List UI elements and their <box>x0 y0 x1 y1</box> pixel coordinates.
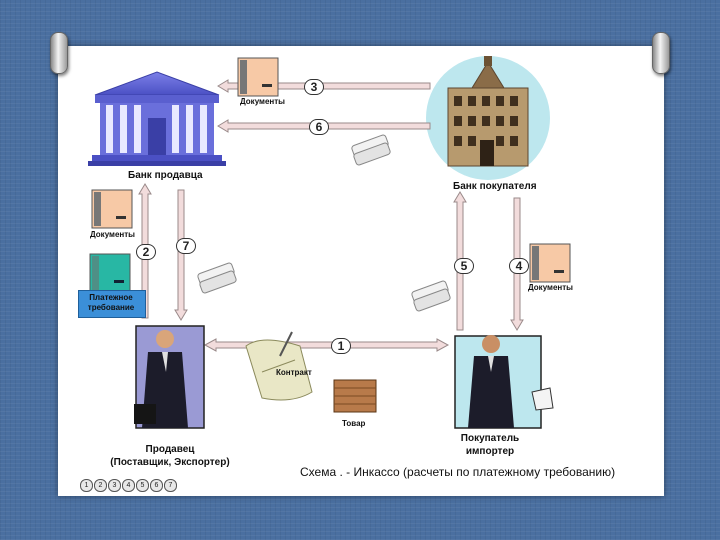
documents-label-top: Документы <box>240 97 285 106</box>
pager-item-5[interactable]: 5 <box>136 479 149 492</box>
step-number-5: 5 <box>454 258 474 274</box>
money-icon-left <box>197 262 237 294</box>
buyer-title: Покупатель <box>460 433 520 444</box>
buyer-subtitle: импортер <box>465 446 515 457</box>
contract-scroll-icon <box>245 331 313 401</box>
step-number-6: 6 <box>309 119 329 135</box>
money-icon-top <box>351 134 391 166</box>
pager-item-2[interactable]: 2 <box>94 479 107 492</box>
step-number-7: 7 <box>176 238 196 254</box>
pager-item-1[interactable]: 1 <box>80 479 93 492</box>
document-icon-top <box>237 57 279 97</box>
buyer-person-icon <box>454 335 554 429</box>
documents-label-left: Документы <box>90 230 135 239</box>
buyer-bank-icon <box>426 56 550 180</box>
buyer-bank-label: Банк покупателя <box>453 181 537 192</box>
payment-request-label: Платежное требование <box>87 293 135 312</box>
contract-label: Контракт <box>276 368 312 377</box>
payment-request-label-box <box>78 290 146 318</box>
pager-item-6[interactable]: 6 <box>150 479 163 492</box>
money-icon-right <box>411 280 451 312</box>
pager-item-4[interactable]: 4 <box>122 479 135 492</box>
seller-title: Продавец <box>145 444 195 455</box>
goods-box-icon <box>333 379 377 413</box>
diagram-caption: Схема . - Инкассо (расчеты по платежному… <box>300 465 616 479</box>
pin-right <box>652 32 670 74</box>
seller-bank-icon <box>88 71 226 166</box>
step-number-3: 3 <box>304 79 324 95</box>
arrow-step-7 <box>174 189 188 321</box>
step-number-4: 4 <box>509 258 529 274</box>
pager-item-7[interactable]: 7 <box>164 479 177 492</box>
step-number-2: 2 <box>136 244 156 260</box>
goods-label: Товар <box>342 419 366 428</box>
seller-person-icon <box>134 325 205 429</box>
documents-label-right: Документы <box>528 283 573 292</box>
seller-bank-label: Банк продавца <box>128 170 203 181</box>
document-icon-right <box>529 243 571 283</box>
seller-subtitle: (Поставщик, Экспортер) <box>110 457 230 468</box>
slide-pager: 1 2 3 4 5 6 7 <box>80 479 177 492</box>
step-number-1: 1 <box>331 338 351 354</box>
document-icon-left <box>91 189 133 229</box>
pager-item-3[interactable]: 3 <box>108 479 121 492</box>
pin-left <box>50 32 68 74</box>
payment-request-icon <box>89 253 131 293</box>
arrow-step-1 <box>203 338 450 352</box>
